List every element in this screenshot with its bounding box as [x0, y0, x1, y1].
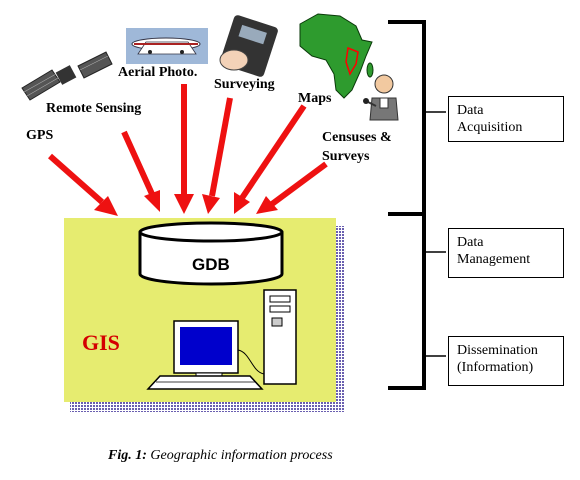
arrow-gps	[48, 153, 118, 216]
label-censuses-line1: Censuses &	[322, 130, 392, 145]
aircraft-icon	[126, 28, 208, 64]
phase-data-management: Data Management	[448, 228, 564, 278]
caption-fig-number: Fig. 1:	[108, 448, 147, 463]
arrow-surveying	[202, 97, 233, 214]
gdb-label: GDB	[192, 255, 230, 274]
arrow-remote-sensing	[121, 130, 160, 212]
phase-data-acquisition: Data Acquisition	[448, 96, 564, 142]
reporter-icon	[363, 74, 399, 121]
phase-management-line2: Management	[457, 252, 531, 267]
arrows	[48, 84, 328, 216]
caption-text: Geographic information process	[150, 448, 333, 463]
computer-icon	[146, 289, 297, 390]
arrow-maps	[234, 104, 307, 214]
label-maps: Maps	[298, 91, 332, 106]
figure-caption: Fig. 1: Geographic information process	[108, 448, 333, 464]
phase-brackets	[388, 20, 446, 390]
phase-acquisition-line1: Data	[457, 103, 484, 118]
africa-map-icon	[299, 13, 374, 99]
gdb-cylinder	[138, 221, 284, 286]
satellite-icon	[21, 51, 113, 101]
survey-device-icon	[219, 15, 278, 77]
phase-dissemination-line1: Dissemination	[457, 343, 538, 358]
phase-management-line1: Data	[457, 235, 484, 250]
arrow-aerial-photo	[174, 84, 194, 214]
label-aerial-photo: Aerial Photo.	[118, 65, 198, 80]
label-censuses: Censuses & Surveys	[322, 128, 392, 166]
label-censuses-line2: Surveys	[322, 149, 370, 164]
label-gps: GPS	[26, 128, 54, 143]
gis-label: GIS	[82, 330, 120, 355]
phase-dissemination-line2: (Information)	[457, 360, 534, 375]
label-surveying: Surveying	[214, 77, 275, 92]
phase-acquisition-line2: Acquisition	[457, 120, 523, 135]
phase-dissemination: Dissemination (Information)	[448, 336, 564, 386]
label-remote-sensing: Remote Sensing	[46, 101, 142, 116]
arrow-censuses	[256, 161, 328, 214]
